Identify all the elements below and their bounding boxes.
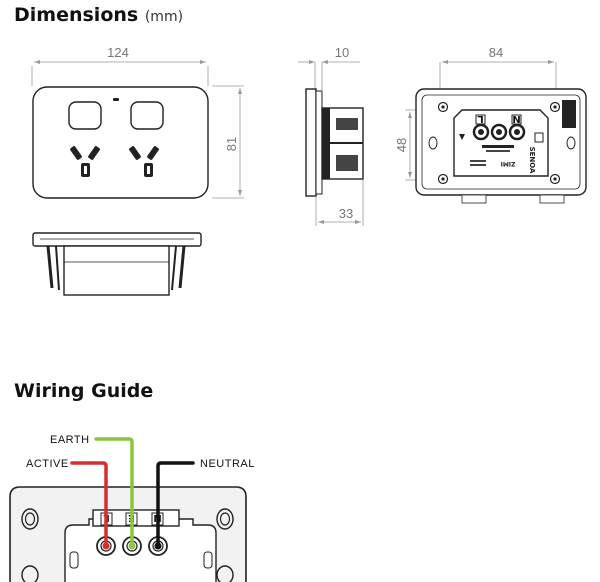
left-switch-icon [68,101,102,130]
dimensions-unit: (mm) [144,9,184,25]
plate-screw-left-bottom-icon [21,565,39,582]
wiring-diagram: L E N EARTH ACTIVE NEUTRAL [9,434,255,582]
right-socket-icon [129,146,159,177]
bottom-view [32,232,202,296]
active-label: ACTIVE [26,458,69,470]
rear-screw-bottom-right-icon [549,173,561,185]
front-width-label: 124 [107,45,129,60]
rear-terminal-l: L [477,113,484,124]
side-plate-depth-label: 10 [335,45,349,60]
neutral-wire [156,461,195,548]
rear-screw-top-right-icon [549,101,561,113]
side-view: 10 33 [298,45,364,226]
rear-height-label: 48 [394,138,409,152]
neutral-label: NEUTRAL [200,458,255,470]
front-view: 124 81 [31,45,244,199]
rear-terminal-n: N [512,113,520,124]
rear-terminals: L N [472,113,526,141]
side-total-depth-label: 33 [339,206,353,221]
rear-screw-bottom-left-icon [437,173,449,185]
rear-view: 84 48 L N [394,45,587,204]
dimensions-heading: Dimensions (mm) [14,4,183,26]
earth-wire [94,437,134,548]
rear-brand-text: SENOA [528,147,536,174]
rear-width-label: 84 [489,45,503,60]
wiring-guide-heading: Wiring Guide [14,380,154,402]
indicator-led-icon [113,98,119,101]
active-wire [70,461,108,548]
plate-screw-right-bottom-icon [216,565,234,582]
rear-model-text: ZIMI [501,160,516,167]
front-plate [32,86,209,199]
plate-screw-left-top-icon [21,508,39,530]
plate-screw-right-top-icon [216,508,234,530]
right-switch-icon [130,101,164,130]
left-socket-icon [70,146,100,177]
earth-label: EARTH [50,434,90,446]
rear-screw-top-left-icon [437,101,449,113]
dimensions-title: Dimensions [14,4,139,26]
front-height-label: 81 [224,137,239,151]
